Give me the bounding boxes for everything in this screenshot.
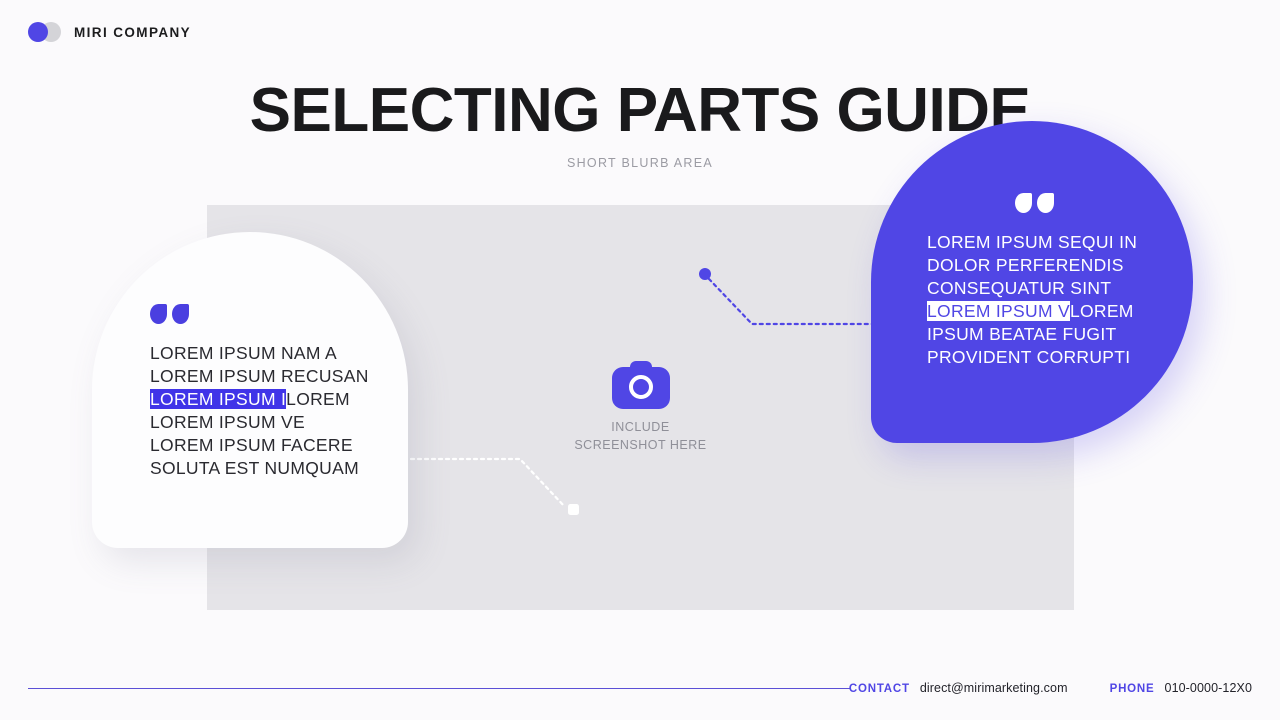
quote-mark-glyph-1-icon	[1015, 193, 1032, 213]
phone-number[interactable]: 010-0000-12X0	[1164, 681, 1252, 695]
quote-card-right-content: LOREM IPSUM SEQUI IN DOLOR PERFERENDIS C…	[927, 193, 1171, 370]
quote-mark-glyph-2-icon	[172, 304, 189, 324]
contact-label: CONTACT	[848, 683, 910, 695]
phone-label: PHONE	[1109, 683, 1155, 695]
contact-email[interactable]: direct@mirimarketing.com	[919, 681, 1068, 695]
quote-text-right[interactable]: LOREM IPSUM SEQUI IN DOLOR PERFERENDIS C…	[927, 231, 1171, 370]
screenshot-placeholder-label: INCLUDE SCREENSHOT HERE	[574, 420, 707, 452]
quote-mark-glyph-1-icon	[150, 304, 167, 324]
quote-card-left-content: LOREM IPSUM NAM A LOREM IPSUM RECUSAN LO…	[150, 304, 394, 481]
page-subtitle: SHORT BLURB AREA	[566, 155, 714, 170]
connector-line-left	[402, 457, 579, 515]
quote-text-left-part-1: LOREM IPSUM NAM A LOREM IPSUM RECUSAN	[150, 343, 369, 387]
connector-line-right	[699, 268, 900, 326]
screenshot-placeholder[interactable]: INCLUDE SCREENSHOT HERE	[207, 205, 1074, 610]
page-title: SELECTING PARTS GUIDE	[249, 76, 1031, 145]
logo-circle-primary-icon	[28, 22, 48, 42]
quote-card-left[interactable]: LOREM IPSUM NAM A LOREM IPSUM RECUSAN LO…	[92, 232, 408, 548]
quote-text-left[interactable]: LOREM IPSUM NAM A LOREM IPSUM RECUSAN LO…	[150, 342, 394, 481]
quote-text-left-part-2: LOREM LOREM IPSUM VE LOREM IPSUM FACERE …	[150, 389, 359, 479]
quote-text-right-selection[interactable]: LOREM IPSUM V	[927, 301, 1070, 322]
camera-icon	[611, 361, 670, 410]
quote-mark-icon	[150, 304, 394, 324]
quote-text-right-part-1: LOREM IPSUM SEQUI IN DOLOR PERFERENDIS C…	[927, 232, 1138, 299]
footer-contact-info: CONTACT direct@mirimarketing.com PHONE 0…	[849, 681, 1252, 695]
quote-mark-glyph-2-icon	[1037, 193, 1054, 213]
brand-name: MIRI COMPANY	[74, 24, 192, 40]
logo-mark-icon	[28, 22, 62, 42]
title-block: SELECTING PARTS GUIDE SHORT BLURB AREA	[0, 78, 1280, 170]
quote-text-right-part-2: LOREM IPSUM BEATAE FUGIT PROVIDENT CORRU…	[927, 301, 1134, 368]
brand-logo[interactable]: MIRI COMPANY	[28, 22, 191, 42]
camera-lens-icon	[628, 375, 653, 400]
footer-divider	[28, 688, 850, 690]
quote-mark-icon	[1015, 193, 1171, 213]
quote-card-right[interactable]: LOREM IPSUM SEQUI IN DOLOR PERFERENDIS C…	[871, 121, 1193, 443]
quote-text-left-selection[interactable]: LOREM IPSUM I	[150, 389, 287, 410]
